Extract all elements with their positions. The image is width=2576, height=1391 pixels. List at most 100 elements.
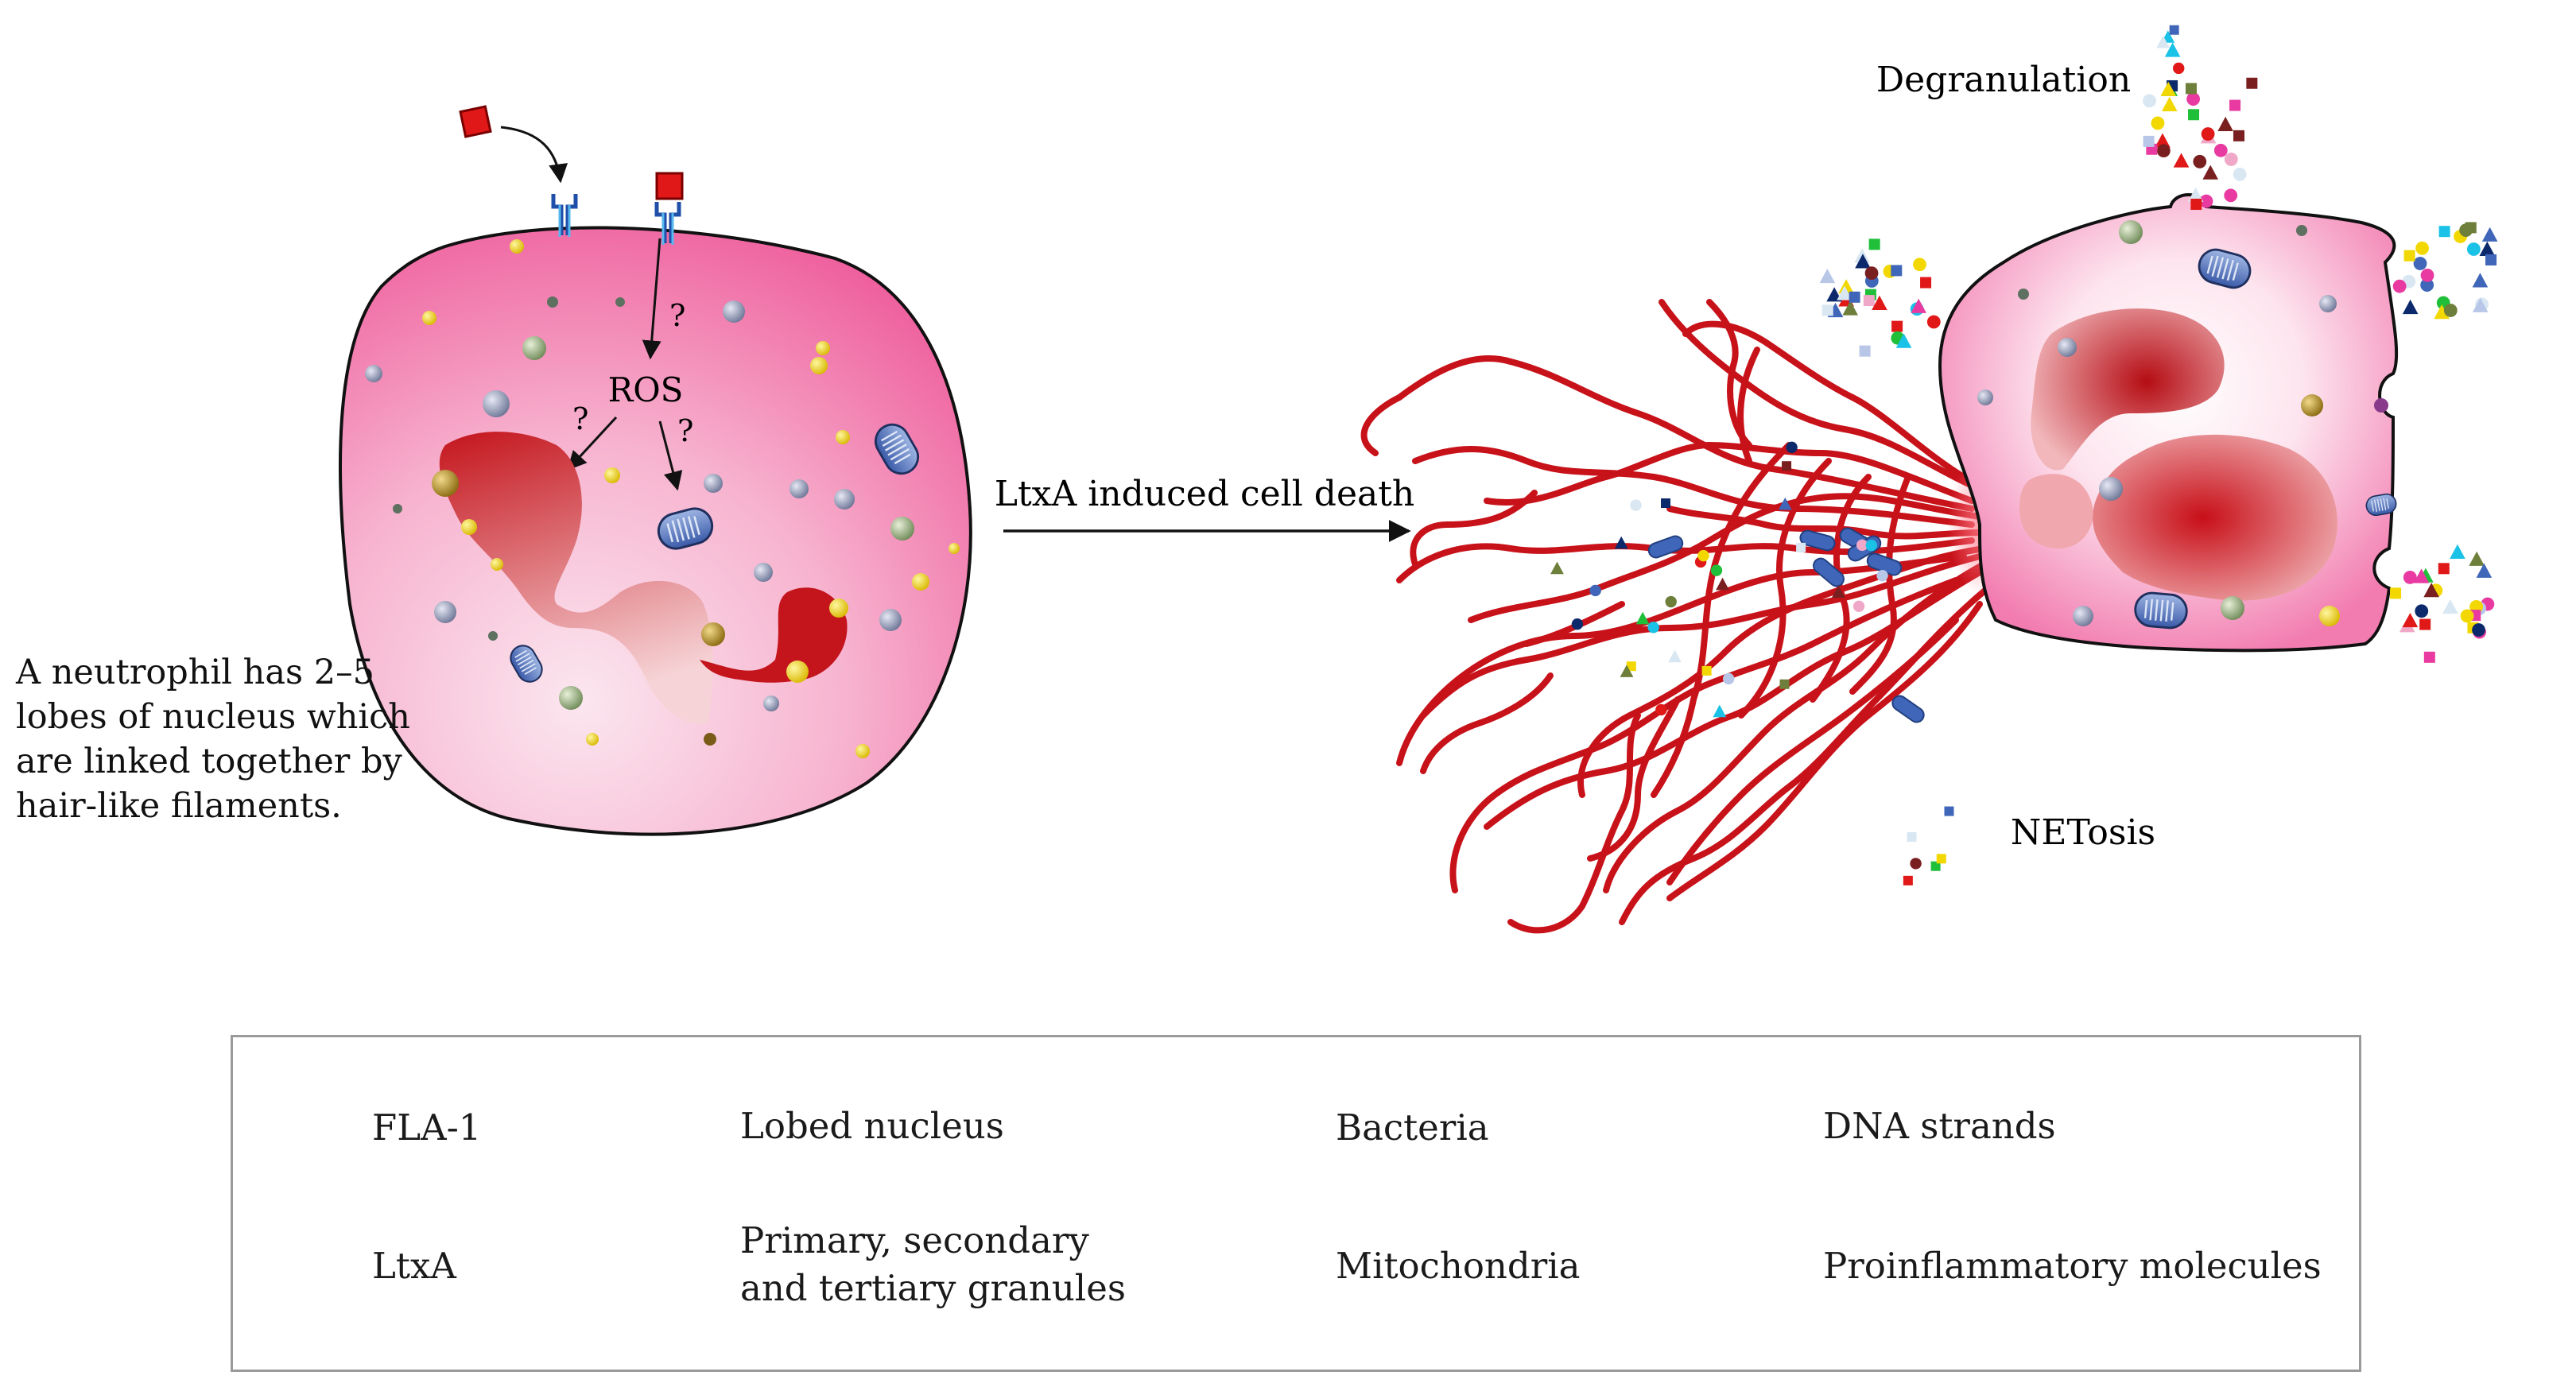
- molecule-dot: [2224, 153, 2238, 166]
- molecule-dot: [2420, 269, 2434, 282]
- molecule-dot: [2190, 198, 2202, 210]
- molecule-dot: [1936, 854, 1946, 864]
- molecule-dot: [1863, 295, 1875, 307]
- molecule-dot: [2229, 99, 2241, 111]
- molecule-dot: [2224, 188, 2238, 203]
- molecule-dot: [1831, 585, 1845, 599]
- molecule-dot: [1868, 238, 1880, 250]
- molecule-dot: [2438, 226, 2450, 238]
- signal-arrow: [567, 416, 618, 471]
- degranulation-label: Degranulation: [1876, 60, 2131, 100]
- molecule-dot: [1722, 672, 1735, 685]
- molecule-dot: [1855, 254, 1871, 269]
- molecule-dot: [2187, 187, 2204, 202]
- signal-arrow: [642, 238, 661, 360]
- transition-arrow: LtxA induced cell death: [995, 474, 1414, 542]
- molecule-dot: [1710, 564, 1723, 576]
- molecule-dot: [2193, 154, 2207, 169]
- nucleus-lobe: [2092, 434, 2337, 601]
- molecule-dot: [2233, 167, 2247, 181]
- molecule-dot: [1716, 577, 1729, 591]
- molecule-dot: [1647, 622, 1659, 634]
- molecule-dot: [2476, 563, 2493, 578]
- legend-proinflammatory: Proinflammatory molecules: [1823, 1245, 2322, 1287]
- molecule-dot: [2143, 135, 2155, 147]
- legend-mitochondria: Mitochondria: [1336, 1245, 1581, 1287]
- molecule-dot: [2173, 62, 2185, 75]
- question-mark: ?: [572, 401, 588, 436]
- netosis-label: NETosis: [2011, 812, 2155, 853]
- molecule-dot: [2173, 153, 2190, 168]
- granules: [1977, 220, 2388, 626]
- molecule-dot: [2156, 144, 2171, 158]
- molecule-dot: [2160, 81, 2177, 96]
- molecule-dot: [1665, 595, 1677, 608]
- molecule-dot: [1668, 649, 1682, 663]
- legend-lobed-nucleus: Lobed nucleus: [740, 1105, 1004, 1147]
- molecule-dot: [2188, 109, 2200, 121]
- neutrophil-cell: ROS ? ? ?: [339, 105, 972, 836]
- cell-membrane: [339, 226, 972, 836]
- molecule-dot: [2466, 242, 2481, 256]
- molecule-dot: [1920, 277, 1932, 289]
- molecule-dot: [1626, 661, 1636, 672]
- molecule-dot: [2143, 94, 2156, 108]
- molecule-dot: [2434, 304, 2450, 320]
- molecule-dot: [1701, 665, 1712, 676]
- molecule-dot: [2481, 227, 2498, 242]
- molecule-dot: [2246, 77, 2258, 89]
- molecule-dot: [1614, 536, 1628, 549]
- molecule-dot: [1630, 499, 1642, 511]
- molecule-dot: [1907, 832, 1917, 843]
- molecule-dot: [2185, 83, 2197, 95]
- molecule-dot: [2443, 304, 2458, 317]
- molecule-dot: [1571, 618, 1584, 630]
- molecule-dot: [2442, 599, 2458, 614]
- molecule-dot: [2213, 143, 2228, 157]
- molecule-dot: [2233, 130, 2245, 141]
- molecule-dot: [1895, 333, 1912, 348]
- legend-dna-strands: DNA strands: [1823, 1105, 2056, 1147]
- question-mark: ?: [677, 413, 693, 448]
- nucleus-lobe: [2019, 474, 2093, 548]
- molecule-dot: [2469, 551, 2485, 566]
- neutrophil-note: A neutrophil has 2–5 lobes of nucleus wh…: [16, 653, 410, 826]
- ltxa-toxin-icon: [459, 105, 492, 138]
- molecule-dot: [1589, 584, 1601, 597]
- molecule-dot: [1635, 611, 1650, 625]
- molecule-dot: [2472, 623, 2485, 637]
- molecule-dot: [1655, 703, 1667, 716]
- molecule-dot: [2413, 257, 2427, 270]
- molecule-dot: [1910, 858, 1922, 870]
- molecule-dot: [2423, 583, 2439, 598]
- molecule-dot: [2402, 612, 2419, 628]
- molecule-dot: [1697, 549, 1709, 562]
- bacteria-icon: [1888, 692, 1928, 726]
- molecule-dot: [2169, 25, 2179, 35]
- legend: FLA-1 LtxA Lobed nucleus Primary, second…: [231, 1035, 2361, 1372]
- molecule-dot: [2472, 297, 2489, 312]
- molecule-dot: [1838, 279, 1854, 294]
- molecule-dot: [1891, 320, 1903, 332]
- molecule-dot: [2161, 96, 2178, 111]
- molecule-dot: [1779, 679, 1790, 689]
- molecule-dot: [1891, 265, 1903, 277]
- molecule-dot: [2199, 194, 2213, 208]
- dna-strands: [1360, 299, 1991, 934]
- molecule-dot: [1550, 561, 1564, 575]
- ltxa-toxin-icon: [655, 172, 684, 200]
- molecule-dot: [1865, 539, 1877, 552]
- nucleus-lobe: [2031, 308, 2225, 471]
- granules: [365, 239, 960, 758]
- molecule-dot: [1876, 569, 1888, 582]
- molecule-dot: [1911, 298, 1926, 313]
- molecule-dot: [1661, 498, 1671, 509]
- molecule-dot: [1930, 861, 1941, 871]
- molecule-dot: [1852, 600, 1865, 613]
- molecule-dot: [2155, 133, 2171, 148]
- molecule-dot: [2479, 241, 2496, 256]
- molecule-dot: [2450, 544, 2465, 559]
- molecule-dot: [2413, 568, 2430, 583]
- molecule-dot: [2402, 299, 2419, 315]
- mitochondria-icon: [2132, 590, 2190, 631]
